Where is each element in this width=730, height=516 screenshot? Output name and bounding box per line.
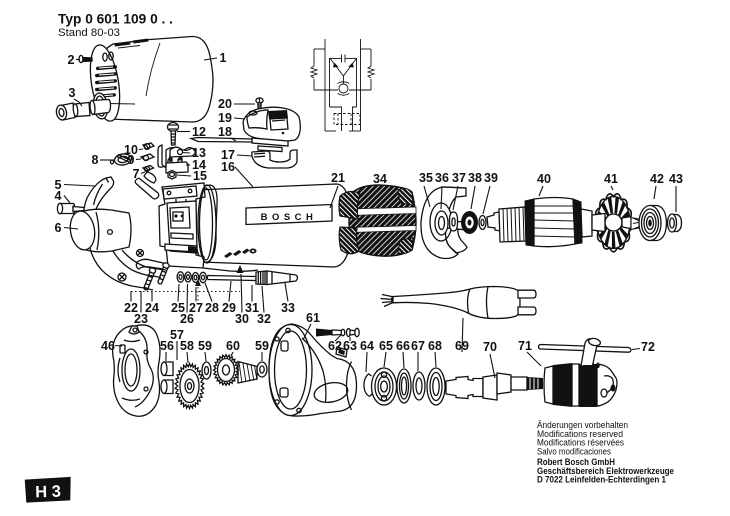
svg-text:Änderungen vorbehalten: Änderungen vorbehalten [537,420,628,430]
svg-text:4: 4 [55,189,62,203]
svg-text:37: 37 [452,171,466,185]
svg-text:Modifications reserved: Modifications reserved [537,429,623,439]
svg-text:61: 61 [306,311,320,325]
svg-text:43: 43 [669,172,683,186]
svg-text:13: 13 [192,146,206,160]
svg-text:32: 32 [257,312,271,326]
svg-text:40: 40 [537,172,551,186]
svg-text:59: 59 [198,339,212,353]
svg-text:1: 1 [220,51,227,65]
svg-text:8: 8 [92,153,99,167]
svg-text:Modifications réservées: Modifications réservées [537,438,624,448]
svg-text:39: 39 [484,171,498,185]
svg-text:3: 3 [69,86,76,100]
svg-text:26: 26 [180,312,194,326]
svg-text:9: 9 [128,153,135,167]
svg-text:30: 30 [235,312,249,326]
svg-text:25: 25 [171,301,185,315]
svg-text:59: 59 [255,339,269,353]
svg-text:31: 31 [245,301,259,315]
svg-text:72: 72 [641,340,655,354]
svg-text:15: 15 [193,169,207,183]
svg-text:41: 41 [604,172,618,186]
svg-text:34: 34 [373,172,387,186]
svg-text:42: 42 [650,172,664,186]
svg-text:Robert Bosch GmbH: Robert Bosch GmbH [537,457,615,467]
svg-text:2: 2 [68,53,75,67]
svg-text:27: 27 [189,301,203,315]
svg-text:10: 10 [124,143,138,157]
svg-text:Geschäftsbereich Elektrowerkze: Geschäftsbereich Elektrowerkzeuge [537,466,674,476]
svg-text:16: 16 [221,160,235,174]
svg-text:64: 64 [360,339,374,353]
svg-text:69: 69 [455,339,469,353]
svg-text:29: 29 [222,301,236,315]
svg-text:23: 23 [134,312,148,326]
svg-text:5: 5 [55,178,62,192]
svg-text:18: 18 [218,125,232,139]
svg-text:65: 65 [379,339,393,353]
svg-text:21: 21 [331,171,345,185]
svg-text:H 3: H 3 [35,483,61,502]
svg-text:36: 36 [435,171,449,185]
svg-text:14: 14 [192,158,206,172]
svg-text:67: 67 [411,339,425,353]
svg-text:62: 62 [328,339,342,353]
svg-text:56: 56 [160,339,174,353]
svg-text:57: 57 [170,328,184,342]
svg-text:7: 7 [133,167,140,181]
svg-text:28: 28 [205,301,219,315]
svg-text:70: 70 [483,340,497,354]
svg-text:12: 12 [192,125,206,139]
svg-text:71: 71 [518,339,532,353]
svg-text:38: 38 [468,171,482,185]
svg-text:Salvo modificaciones: Salvo modificaciones [537,446,611,456]
svg-text:Stand 80-03: Stand 80-03 [58,27,120,39]
svg-text:63: 63 [343,339,357,353]
svg-text:68: 68 [428,339,442,353]
svg-text:66: 66 [396,339,410,353]
svg-text:24: 24 [145,301,159,315]
svg-text:D 7022 Leinfelden-Echterdingen: D 7022 Leinfelden-Echterdingen 1 [537,475,666,485]
svg-text:20: 20 [218,97,232,111]
svg-text:19: 19 [218,111,232,125]
svg-text:22: 22 [124,301,138,315]
svg-text:33: 33 [281,301,295,315]
svg-text:Typ 0 601 109 0 . .: Typ 0 601 109 0 . . [58,11,173,27]
svg-text:17: 17 [221,148,235,162]
svg-text:BOSCH: BOSCH [261,212,318,223]
svg-text:6: 6 [55,221,62,235]
svg-text:46: 46 [101,339,115,353]
svg-text:58: 58 [180,339,194,353]
svg-text:60: 60 [226,339,240,353]
svg-text:35: 35 [419,171,433,185]
